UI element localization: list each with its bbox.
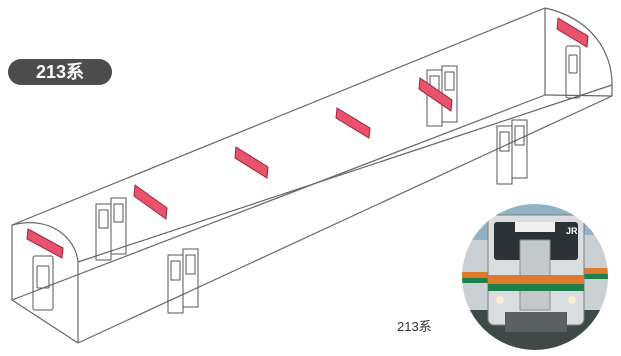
- led-panel-front-end: [27, 229, 63, 258]
- led-panel-4: [235, 147, 268, 178]
- jr-logo: JR: [566, 226, 578, 236]
- door-near-1: [497, 120, 527, 184]
- led-panel-6: [419, 78, 452, 111]
- led-panel-3: [134, 185, 167, 219]
- roof-far-edge: [12, 8, 545, 225]
- photo-caption: 213系: [397, 316, 432, 335]
- door-near-2: [168, 249, 198, 313]
- door-far-2: [96, 198, 126, 260]
- led-panel-rear-end: [557, 18, 588, 47]
- end-door-front: [33, 256, 53, 310]
- end-door-rear: [566, 46, 580, 98]
- led-panel-5: [336, 108, 370, 138]
- series-badge: 213系: [8, 59, 112, 85]
- rear-end-arch: [545, 8, 612, 96]
